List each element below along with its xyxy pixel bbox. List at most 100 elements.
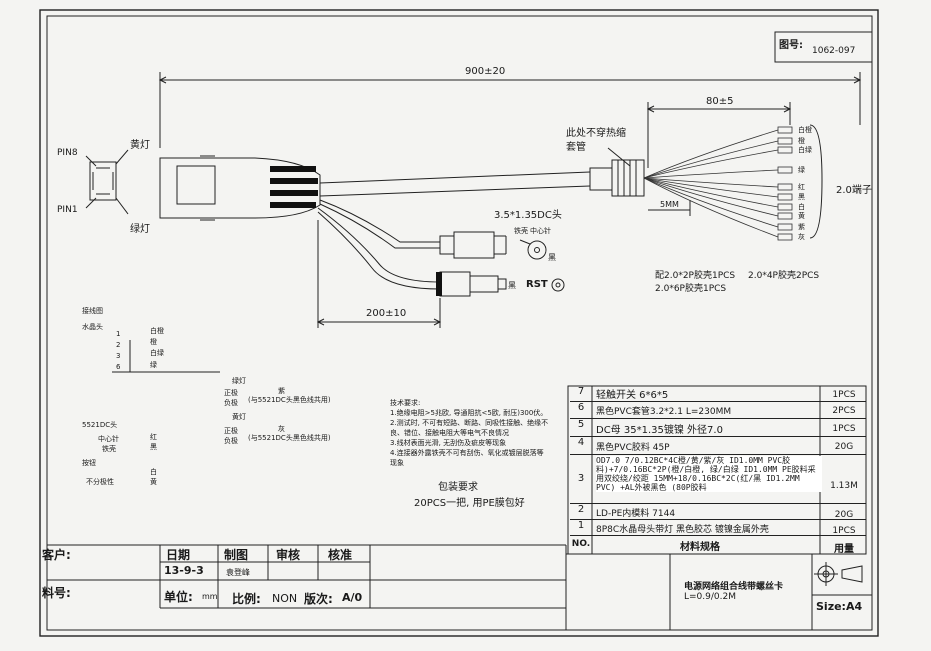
bom-row: 1 8P8C水晶母头带灯 黑色胶芯 镀镍金属外壳 1PCS [570, 520, 866, 536]
dc-shell-color: 黑 [150, 443, 157, 451]
product-name: 电源网络组合线带螺丝卡 [684, 582, 784, 592]
packaging-title: 包装要求 [438, 482, 478, 493]
bom-row: 7 轻触开关 6*6*5 1PCS [570, 386, 866, 402]
dc-branch-length-dimension: 200±10 [366, 308, 407, 319]
customer-label: 客户: [42, 548, 71, 562]
green-neg-label: 负极 [224, 399, 238, 407]
dc-center-pin-label: 中心针 [530, 227, 551, 235]
bom-no: 5 [577, 419, 585, 430]
wire-terminal [777, 193, 793, 201]
fan-out-wire [643, 177, 779, 238]
wire-terminal [777, 203, 793, 211]
pin1-label: PIN1 [57, 205, 78, 215]
green-neg-note: (与5521DC头黑色线共用) [248, 396, 331, 404]
green-led-title: 绿灯 [232, 377, 246, 385]
dc5521-title: 5521DC头 [82, 421, 118, 429]
unit-value: mm [202, 592, 218, 601]
wire-color-label: 灰 [798, 233, 805, 241]
tech-item: 2.测试时, 不可有短路、断路、同吸性接触、绝缘不 [390, 419, 549, 427]
bom-qty: 1PCS [832, 526, 856, 536]
yellow-neg-note: (与5521DC头黑色线共用) [248, 434, 331, 442]
yellow-neg-label: 负极 [224, 437, 238, 445]
fan-out-wire [643, 149, 779, 179]
revision-label: 版次: [304, 592, 333, 606]
housing-2p-label: 配2.0*2P胶壳1PCS [655, 271, 736, 281]
bom-row: 4 黑色PVC胶料 45P 20G [570, 437, 866, 455]
date-value: 13-9-3 [164, 564, 204, 577]
scale-value: NON [272, 592, 298, 605]
bom-desc: 黑色PVC胶料 45P [596, 443, 670, 453]
bom-no: 3 [577, 473, 585, 484]
bom-no: 2 [577, 504, 585, 515]
fan-out-wires [643, 126, 793, 241]
wire-terminal [777, 146, 793, 154]
bom-qty: 1.13M [830, 481, 858, 491]
wire-terminal [777, 212, 793, 220]
wire-terminal [777, 183, 793, 191]
wire-color-label: 橙 [798, 137, 805, 145]
bom-header-no: NO. [571, 539, 591, 549]
green-led-label: 绿灯 [130, 224, 150, 235]
fan-out-wire [643, 177, 779, 198]
product-spec: L=0.9/0.2M [684, 592, 736, 602]
drawn-value: 袁登峰 [226, 568, 250, 577]
terminals-label: 2.0端子 [836, 185, 872, 196]
pin-2: 2 [116, 341, 121, 349]
pin-1-color: 白橙 [150, 327, 164, 335]
bom-header-qty: 用量 [834, 544, 854, 555]
rj45-label: 水晶头 [82, 323, 103, 331]
bom-row: 6 黑色PVC套管3.2*2.1 L=230MM 2PCS [570, 402, 866, 419]
part-number-label: 料号: [42, 586, 71, 600]
yellow-pos-label: 正极 [224, 427, 238, 435]
wire-color-label: 白 [798, 203, 805, 211]
pin-6-color: 绿 [150, 361, 157, 369]
wire-terminal [777, 223, 793, 231]
wire-color-label: 紫 [798, 223, 805, 231]
rst-black-label: 黑 [508, 281, 516, 290]
bom-desc: LD-PE内模料 7144 [596, 509, 676, 519]
bom-qty: 2PCS [832, 406, 856, 416]
green-pos-label: 正极 [224, 389, 238, 397]
fan-out-length-dimension: 80±5 [706, 96, 734, 107]
fan-out-wire [643, 129, 779, 179]
drawing-number-label: 图号: [779, 40, 803, 51]
wire-terminal [777, 233, 793, 241]
bom-desc: 8P8C水晶母头带灯 黑色胶芯 镀镍金属外壳 [596, 525, 769, 535]
bom-row: 5 DC母 35*1.35镀镍 外径7.0 1PCS [570, 419, 866, 437]
button-title: 按钮 [82, 459, 96, 467]
fan-out-wire [643, 177, 779, 188]
revision-value: A/0 [342, 591, 363, 604]
bom-no: 6 [577, 402, 585, 413]
drawn-label: 制图 [224, 548, 249, 562]
pin-3: 3 [116, 352, 121, 360]
tech-title: 技术要求: [390, 399, 421, 407]
unit-label: 单位: [164, 590, 193, 604]
tech-item: 良、错位、接触电阻大等电气不良情况 [390, 429, 509, 437]
housing-6p-label: 2.0*6P胶壳1PCS [655, 284, 727, 294]
bom-desc: 黑色PVC套管3.2*2.1 L=230MM [596, 407, 732, 417]
approve-label: 核准 [328, 548, 353, 562]
date-label: 日期 [166, 548, 191, 562]
housing-4p-label: 2.0*4P胶壳2PCS [748, 271, 820, 281]
pin-1: 1 [116, 330, 121, 338]
wire-color-label: 红 [798, 183, 805, 191]
wire-terminal [777, 166, 793, 174]
fan-out-wire [643, 177, 779, 228]
bom-qty: 20G [834, 510, 854, 520]
bom-header: NO. 材料规格 用量 [570, 536, 866, 555]
bom-header-desc: 材料规格 [680, 542, 720, 553]
fan-out-wire [643, 169, 779, 179]
tech-item: 1.绝缘电阻>5兆欧, 导通阻抗<5欧, 耐压)300伏。 [390, 409, 548, 417]
rst-label: RST [526, 279, 548, 290]
no-heat-shrink-note: 此处不穿热缩 [566, 128, 626, 139]
dc-shell-label: 铁壳 [514, 227, 528, 235]
no-heat-shrink-note-2: 套管 [566, 142, 586, 153]
dc-black-label: 黑 [548, 253, 556, 262]
pin-6: 6 [116, 363, 121, 371]
button-color-1: 白 [150, 468, 157, 476]
review-label: 审核 [276, 548, 301, 562]
tech-item: 现象 [390, 459, 404, 467]
strip-length-dimension: 5MM [660, 200, 679, 209]
fan-out-wire [643, 177, 779, 208]
dc-center-pin-color: 红 [150, 433, 157, 441]
